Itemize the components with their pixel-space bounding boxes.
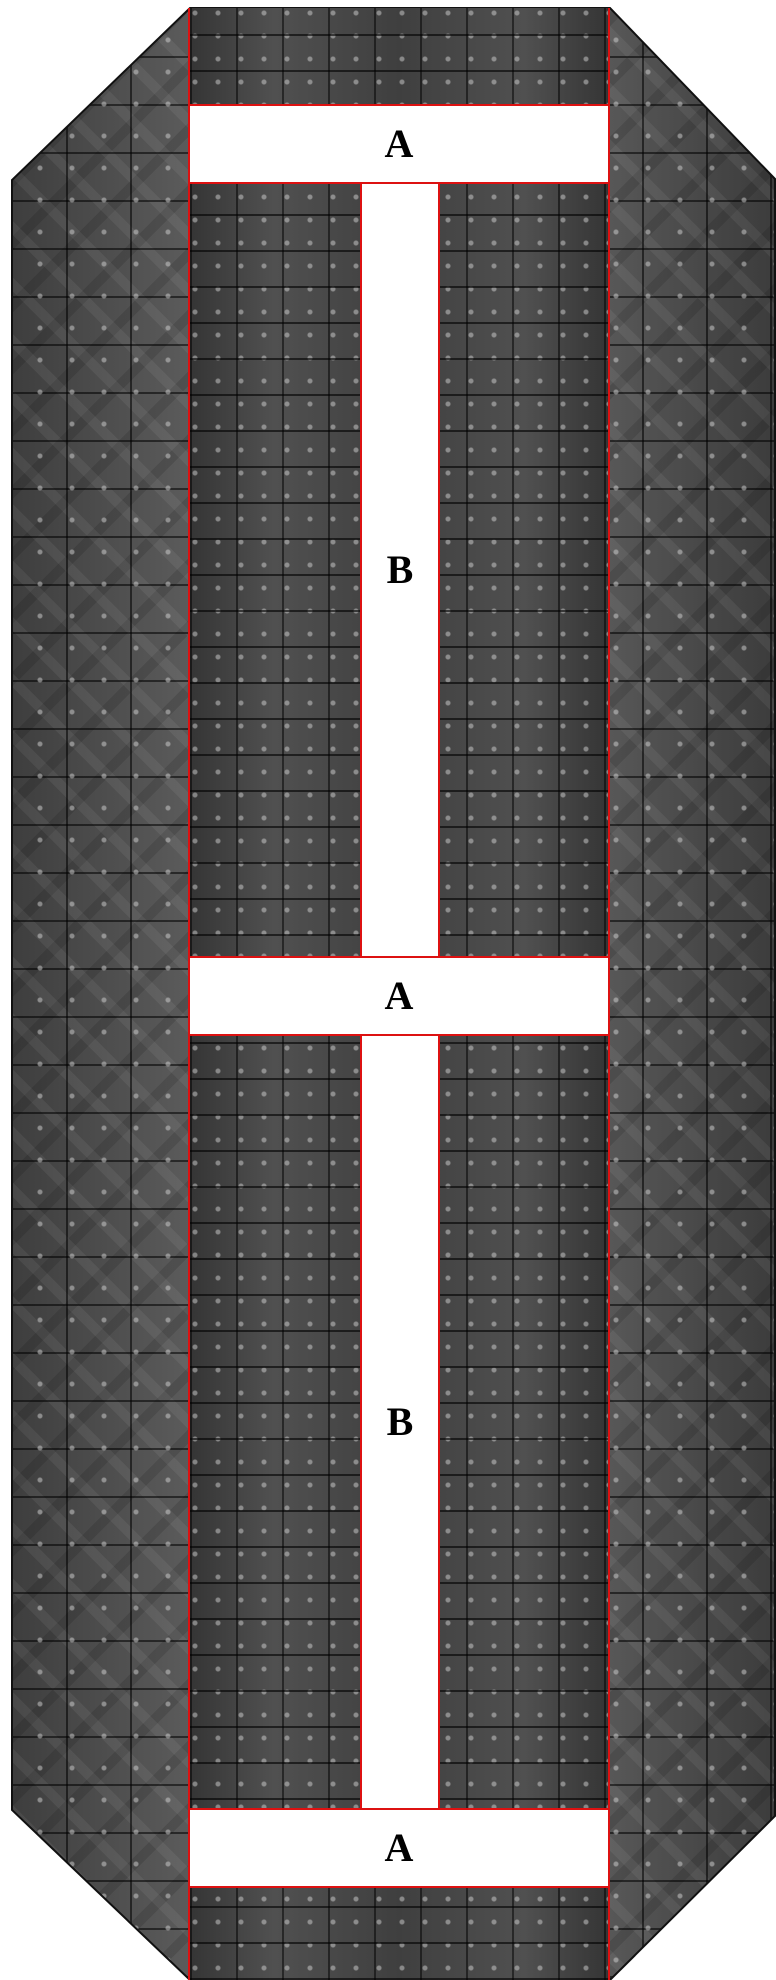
zone-a-top[interactable]: A: [188, 104, 610, 184]
zone-b-lower-label: B: [387, 1402, 414, 1442]
zone-b-lower[interactable]: B: [360, 1034, 440, 1810]
zone-a-bottom[interactable]: A: [188, 1808, 610, 1888]
zone-a-top-label: A: [385, 124, 414, 164]
zone-b-upper-label: B: [387, 550, 414, 590]
zone-a-bottom-label: A: [385, 1828, 414, 1868]
zone-a-middle-label: A: [385, 976, 414, 1016]
zone-b-upper[interactable]: B: [360, 182, 440, 958]
zone-a-middle[interactable]: A: [188, 956, 610, 1036]
